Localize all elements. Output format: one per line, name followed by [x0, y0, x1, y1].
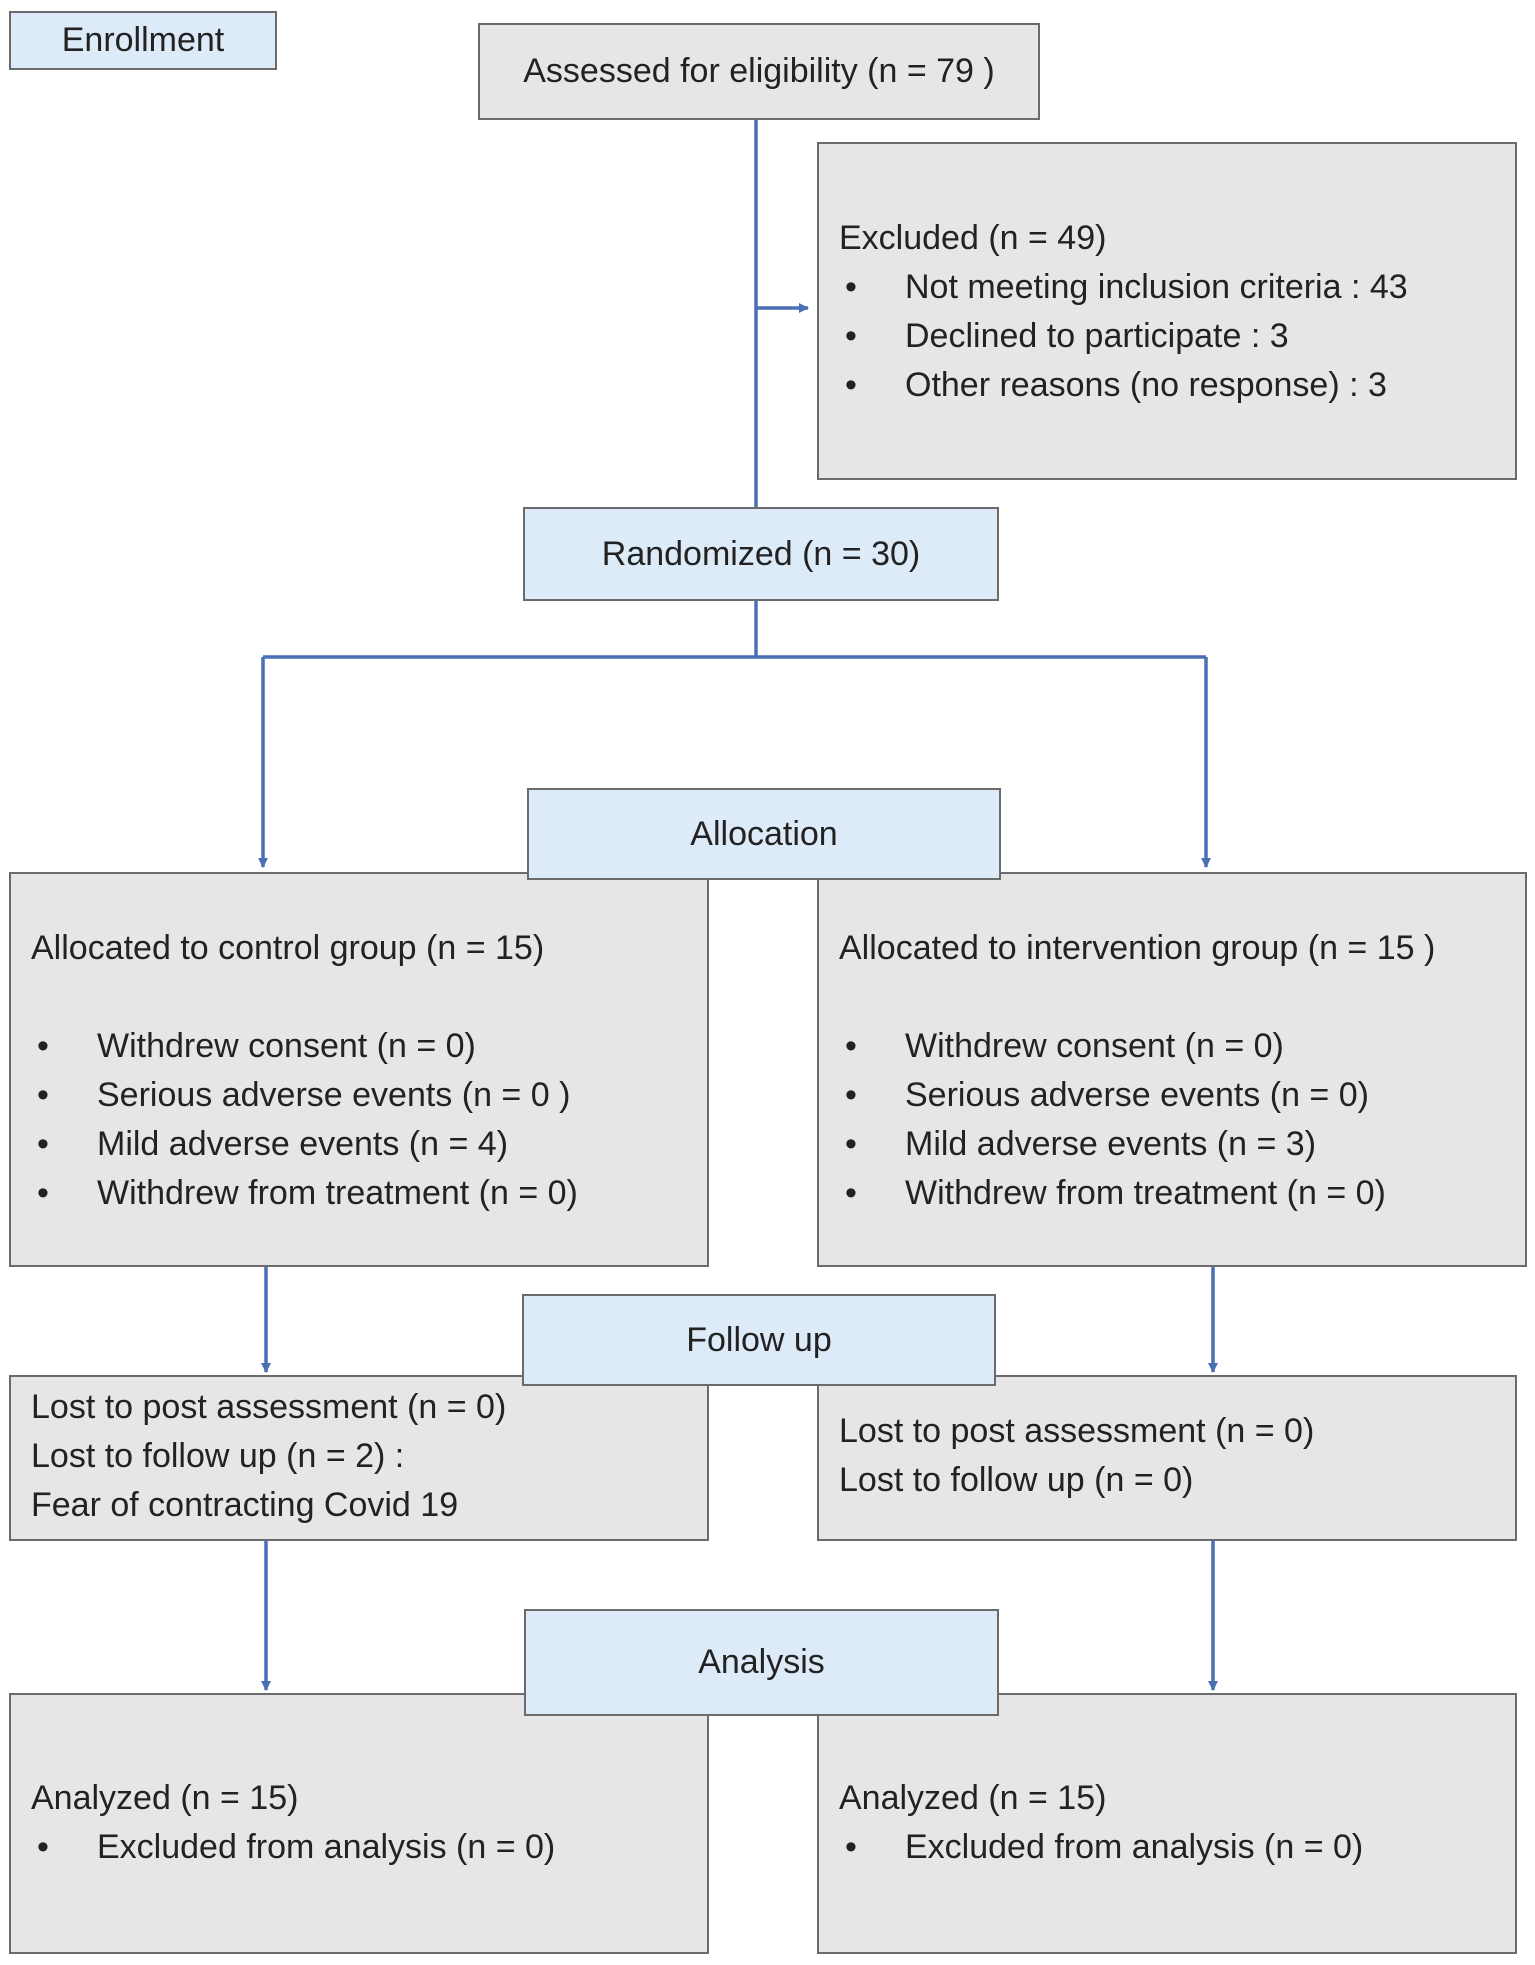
control-allocation-item: Withdrew consent (n = 0) — [31, 1022, 687, 1071]
intervention-analysis-item: Excluded from analysis (n = 0) — [839, 1823, 1495, 1872]
excluded-reason-item: Other reasons (no response) : 3 — [839, 361, 1495, 410]
intervention-allocation-box: Allocated to intervention group (n = 15 … — [817, 872, 1527, 1267]
allocation-label: Allocation — [527, 788, 1001, 880]
control-allocation-item: Mild adverse events (n = 4) — [31, 1120, 687, 1169]
intervention-allocated-title: Allocated to intervention group (n = 15 … — [839, 929, 1436, 967]
control-follow-up-line: Fear of contracting Covid 19 — [31, 1486, 459, 1524]
allocation-label-text: Allocation — [690, 814, 838, 853]
intervention-allocation-item: Withdrew from treatment (n = 0) — [839, 1169, 1505, 1218]
enrollment-label-text: Enrollment — [61, 21, 225, 59]
randomized-text: Randomized (n = 30) — [601, 534, 921, 573]
enrollment-label: Enrollment — [9, 11, 277, 70]
analysis-label: Analysis — [524, 1609, 999, 1716]
control-analysis-list: Excluded from analysis (n = 0) — [31, 1823, 687, 1872]
excluded-box: Excluded (n = 49) Not meeting inclusion … — [817, 142, 1517, 480]
excluded-reasons-list: Not meeting inclusion criteria : 43 Decl… — [839, 263, 1495, 410]
excluded-title: Excluded (n = 49) — [839, 219, 1107, 257]
follow-up-label-text: Follow up — [686, 1320, 832, 1359]
control-allocated-title: Allocated to control group (n = 15) — [31, 929, 545, 967]
assessed-text: Assessed for eligibility (n = 79 ) — [523, 52, 995, 90]
intervention-follow-up-box: Lost to post assessment (n = 0) Lost to … — [817, 1375, 1517, 1541]
control-allocation-box: Allocated to control group (n = 15) With… — [9, 872, 709, 1267]
intervention-allocation-item: Withdrew consent (n = 0) — [839, 1022, 1505, 1071]
intervention-allocation-item: Serious adverse events (n = 0) — [839, 1071, 1505, 1120]
intervention-allocation-item: Mild adverse events (n = 3) — [839, 1120, 1505, 1169]
intervention-allocation-list: Withdrew consent (n = 0) Serious adverse… — [839, 1022, 1505, 1218]
control-analysis-box: Analyzed (n = 15) Excluded from analysis… — [9, 1693, 709, 1954]
assessed-box: Assessed for eligibility (n = 79 ) — [478, 23, 1040, 120]
intervention-analyzed-title: Analyzed (n = 15) — [839, 1779, 1107, 1817]
control-allocation-item: Serious adverse events (n = 0 ) — [31, 1071, 687, 1120]
excluded-reason-item: Not meeting inclusion criteria : 43 — [839, 263, 1495, 312]
analysis-label-text: Analysis — [698, 1643, 825, 1681]
control-analyzed-title: Analyzed (n = 15) — [31, 1779, 299, 1817]
follow-up-label: Follow up — [522, 1294, 996, 1386]
control-follow-up-line: Lost to follow up (n = 2) : — [31, 1437, 405, 1475]
control-follow-up-box: Lost to post assessment (n = 0) Lost to … — [9, 1375, 709, 1541]
intervention-follow-up-line: Lost to follow up (n = 0) — [839, 1461, 1194, 1499]
intervention-analysis-list: Excluded from analysis (n = 0) — [839, 1823, 1495, 1872]
control-follow-up-line: Lost to post assessment (n = 0) — [31, 1388, 507, 1426]
control-allocation-list: Withdrew consent (n = 0) Serious adverse… — [31, 1022, 687, 1218]
randomized-box: Randomized (n = 30) — [523, 507, 999, 601]
excluded-reason-item: Declined to participate : 3 — [839, 312, 1495, 361]
control-allocation-item: Withdrew from treatment (n = 0) — [31, 1169, 687, 1218]
intervention-follow-up-line: Lost to post assessment (n = 0) — [839, 1412, 1315, 1450]
control-analysis-item: Excluded from analysis (n = 0) — [31, 1823, 687, 1872]
intervention-analysis-box: Analyzed (n = 15) Excluded from analysis… — [817, 1693, 1517, 1954]
